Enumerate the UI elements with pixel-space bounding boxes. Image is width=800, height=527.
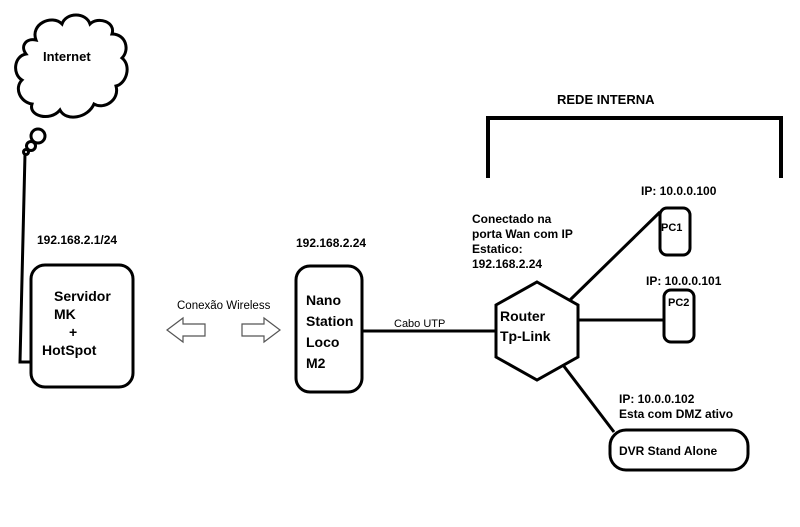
server-line-3: + [69, 324, 78, 340]
arrow-right-icon [241, 316, 281, 344]
router-note: Conectado na porta Wan com IP Estatico: … [472, 212, 573, 272]
pc2-label: PC2 [668, 297, 690, 309]
link-router-dvr [561, 364, 616, 433]
nanostation-line-4: M2 [306, 355, 326, 371]
server-ip: 192.168.2.1/24 [37, 233, 118, 247]
pc2-ip: IP: 10.0.0.101 [646, 274, 722, 288]
dvr-box [608, 428, 750, 472]
link-router-pc1 [568, 210, 662, 302]
nanostation-label: Nano Station Loco M2 [306, 290, 353, 374]
internal-network-label: REDE INTERNA [557, 92, 655, 107]
server-line-2: MK [54, 306, 76, 322]
dvr-label: DVR Stand Alone [619, 444, 718, 458]
nanostation-line-3: Loco [306, 334, 340, 350]
router-note-line-4: 192.168.2.24 [472, 257, 543, 271]
router-hexagon [494, 280, 580, 382]
pc2-box [662, 288, 696, 344]
pc1-label: PC1 [661, 222, 683, 234]
dvr-note: Esta com DMZ ativo [619, 407, 734, 421]
router-note-line-2: porta Wan com IP [472, 227, 573, 241]
nanostation-ip: 192.168.2.24 [296, 236, 367, 250]
server-line-1: Servidor [54, 288, 111, 304]
internet-link-line [18, 153, 30, 364]
server-box [29, 263, 135, 389]
dvr-ip: IP: 10.0.0.102 [619, 392, 695, 406]
nanostation-line-2: Station [306, 313, 354, 329]
pc1-box [658, 206, 692, 257]
server-label: Servidor MK + HotSpot [42, 287, 111, 359]
wireless-label: Conexão Wireless [177, 300, 271, 312]
nanostation-line-1: Nano [306, 292, 341, 308]
internal-network-bracket [486, 116, 783, 178]
server-line-4: HotSpot [42, 342, 97, 358]
router-note-line-3: Estatico: [472, 242, 523, 256]
router-line-1: Router [500, 308, 546, 324]
pc1-ip: IP: 10.0.0.100 [641, 184, 717, 198]
router-label: Router Tp-Link [500, 306, 551, 346]
internet-label: Internet [43, 49, 91, 64]
nanostation-box [294, 264, 364, 394]
internet-cloud [14, 13, 129, 156]
router-line-2: Tp-Link [500, 328, 551, 344]
arrow-left-icon [166, 316, 206, 344]
cable-label: Cabo UTP [394, 318, 446, 330]
router-note-line-1: Conectado na [472, 212, 552, 226]
